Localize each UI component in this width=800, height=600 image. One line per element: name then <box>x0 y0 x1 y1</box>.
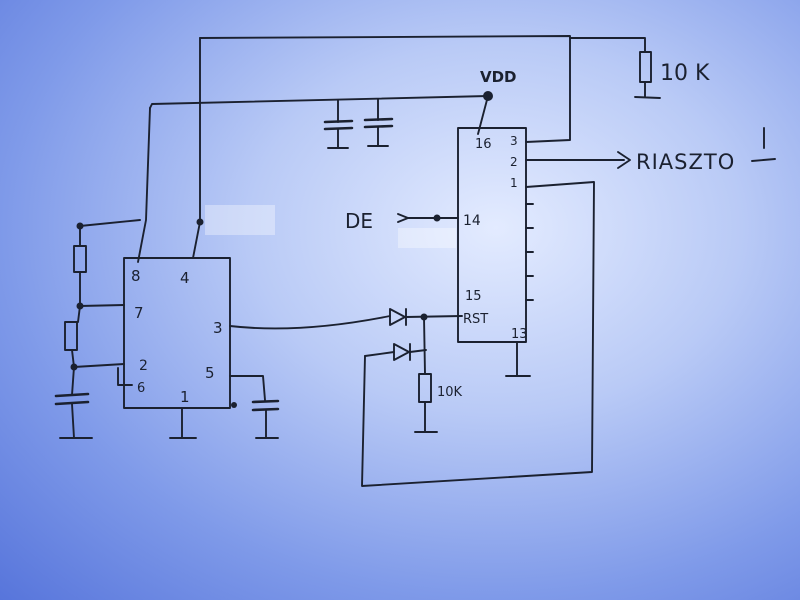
de-label: DE <box>345 209 373 233</box>
capacitor-c2 <box>363 98 394 147</box>
ic-pin-2: 2 <box>510 155 518 169</box>
capacitor-c1 <box>323 99 354 149</box>
reset-junction <box>196 218 204 226</box>
timer-pin-2: 2 <box>139 358 148 374</box>
erased-mark <box>398 228 456 248</box>
timer-ic: 8 4 7 3 2 6 5 1 <box>123 257 231 409</box>
timing-resistor-r2 <box>64 321 78 351</box>
timing-top-wire <box>79 219 141 227</box>
left-supply-wire <box>137 107 151 263</box>
pullup-wire <box>569 37 646 53</box>
ic-unused-pins <box>525 203 534 301</box>
resistor-bottom <box>418 373 432 403</box>
pulldown-wire <box>423 316 426 375</box>
timing-wire-3 <box>77 305 81 323</box>
timer-pin-5: 5 <box>205 364 215 382</box>
control-wire <box>229 375 266 401</box>
erased-mark <box>205 205 275 235</box>
discharge-wire <box>79 304 125 307</box>
pulldown-ground <box>414 401 438 433</box>
timer-output-wire <box>229 315 391 330</box>
top-loop-wire <box>199 35 571 143</box>
pin6-jumper <box>117 367 133 386</box>
vdd-rail <box>149 95 489 109</box>
resistor-top: 10 K <box>634 51 710 99</box>
d2-left-wire <box>364 351 395 357</box>
timer-ground <box>169 407 197 439</box>
timer-pin-1: 1 <box>180 388 190 406</box>
d1-to-rst-wire <box>405 315 463 318</box>
ic-pin-3: 3 <box>510 134 518 148</box>
output-label: RIASZTO <box>636 150 735 174</box>
ic-ground <box>505 341 531 377</box>
timer-pin-6: 6 <box>137 381 145 396</box>
ic-pin-14: 14 <box>463 213 481 229</box>
de-node <box>433 214 441 222</box>
timer-pin-8: 8 <box>131 267 141 285</box>
vdd-label: VDD <box>480 68 517 86</box>
timer-reset-wire <box>192 221 201 259</box>
output-arrow-icon <box>617 151 631 169</box>
timing-capacitor <box>54 366 93 439</box>
feedback-loop-wire <box>361 181 595 487</box>
ic-pin-1: 1 <box>510 176 518 190</box>
timing-resistor-r1 <box>73 245 87 273</box>
control-capacitor <box>251 399 280 439</box>
trigger-threshold-wire <box>73 363 125 368</box>
diode-d2 <box>393 343 411 361</box>
d2-right-wire <box>409 349 427 353</box>
ic-pin-16: 16 <box>475 137 492 152</box>
timer-pin-3: 3 <box>213 319 223 337</box>
diode-d1 <box>389 308 407 326</box>
counter-ic: 16 3 2 1 14 15 RST 13 <box>457 127 534 343</box>
ic-pin-15: 15 <box>465 289 482 304</box>
rst-label: RST <box>463 312 488 327</box>
timer-pin-4: 4 <box>180 269 190 287</box>
pin5-dot <box>231 402 237 408</box>
ic-pin-13: 13 <box>511 327 528 342</box>
resistor-top-label: 10 K <box>660 61 710 86</box>
de-input-wire <box>397 213 459 223</box>
resistor-bottom-label: 10K <box>437 385 463 400</box>
accent-mark <box>751 127 776 162</box>
timer-pin-7: 7 <box>134 304 144 322</box>
